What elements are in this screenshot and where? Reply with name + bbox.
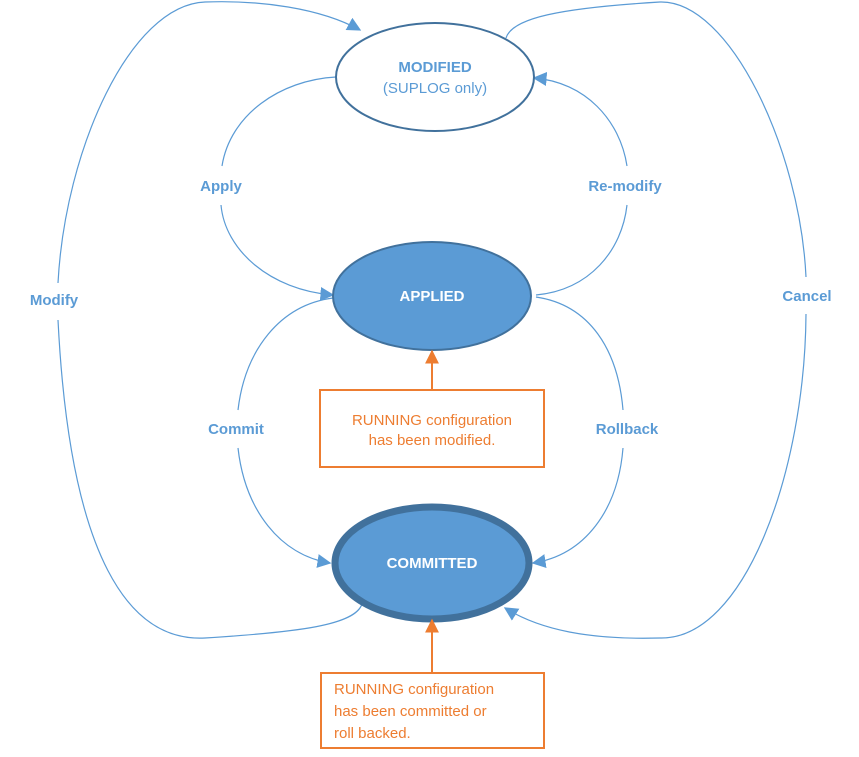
edge-modify-lower [57, 319, 363, 639]
note-committed-line-1: RUNNING configuration [334, 681, 494, 698]
note-applied-line-2: has been modified. [369, 432, 496, 449]
edge-label-apply: Apply [200, 178, 242, 195]
state-modified-sublabel: (SUPLOG only) [383, 80, 487, 97]
edge-cancel-upper [505, 1, 807, 278]
note-applied-box [319, 389, 545, 468]
edge-rollback-upper [535, 296, 624, 411]
note-committed-line-2: has been committed or [334, 703, 487, 720]
edge-label-modify: Modify [30, 292, 79, 309]
state-modified: MODIFIED (SUPLOG only) [335, 22, 535, 132]
edge-label-cancel: Cancel [782, 288, 831, 305]
edge-label-commit: Commit [208, 421, 264, 438]
note-applied-line-1: RUNNING configuration [352, 412, 512, 429]
edge-apply-upper [221, 76, 337, 167]
state-modified-label: MODIFIED [398, 59, 471, 76]
state-committed: COMMITTED [331, 503, 533, 623]
edge-rollback-lower [531, 447, 624, 568]
state-applied-label: APPLIED [399, 288, 464, 305]
state-applied: APPLIED [332, 241, 532, 351]
edge-label-rollback: Rollback [596, 421, 659, 438]
edge-remodify-upper [532, 72, 628, 167]
edge-apply-lower [220, 204, 335, 301]
edge-commit-lower [237, 447, 332, 568]
edge-commit-upper [237, 297, 334, 411]
state-committed-label: COMMITTED [387, 555, 478, 572]
edge-remodify-lower [535, 204, 628, 296]
note-committed-line-3: roll backed. [334, 725, 411, 742]
edge-cancel-lower [503, 313, 807, 639]
state-modified-shape [335, 22, 535, 132]
note-committed-box [320, 672, 545, 749]
edge-modify-upper [57, 1, 362, 284]
edge-label-remodify: Re-modify [588, 178, 662, 195]
